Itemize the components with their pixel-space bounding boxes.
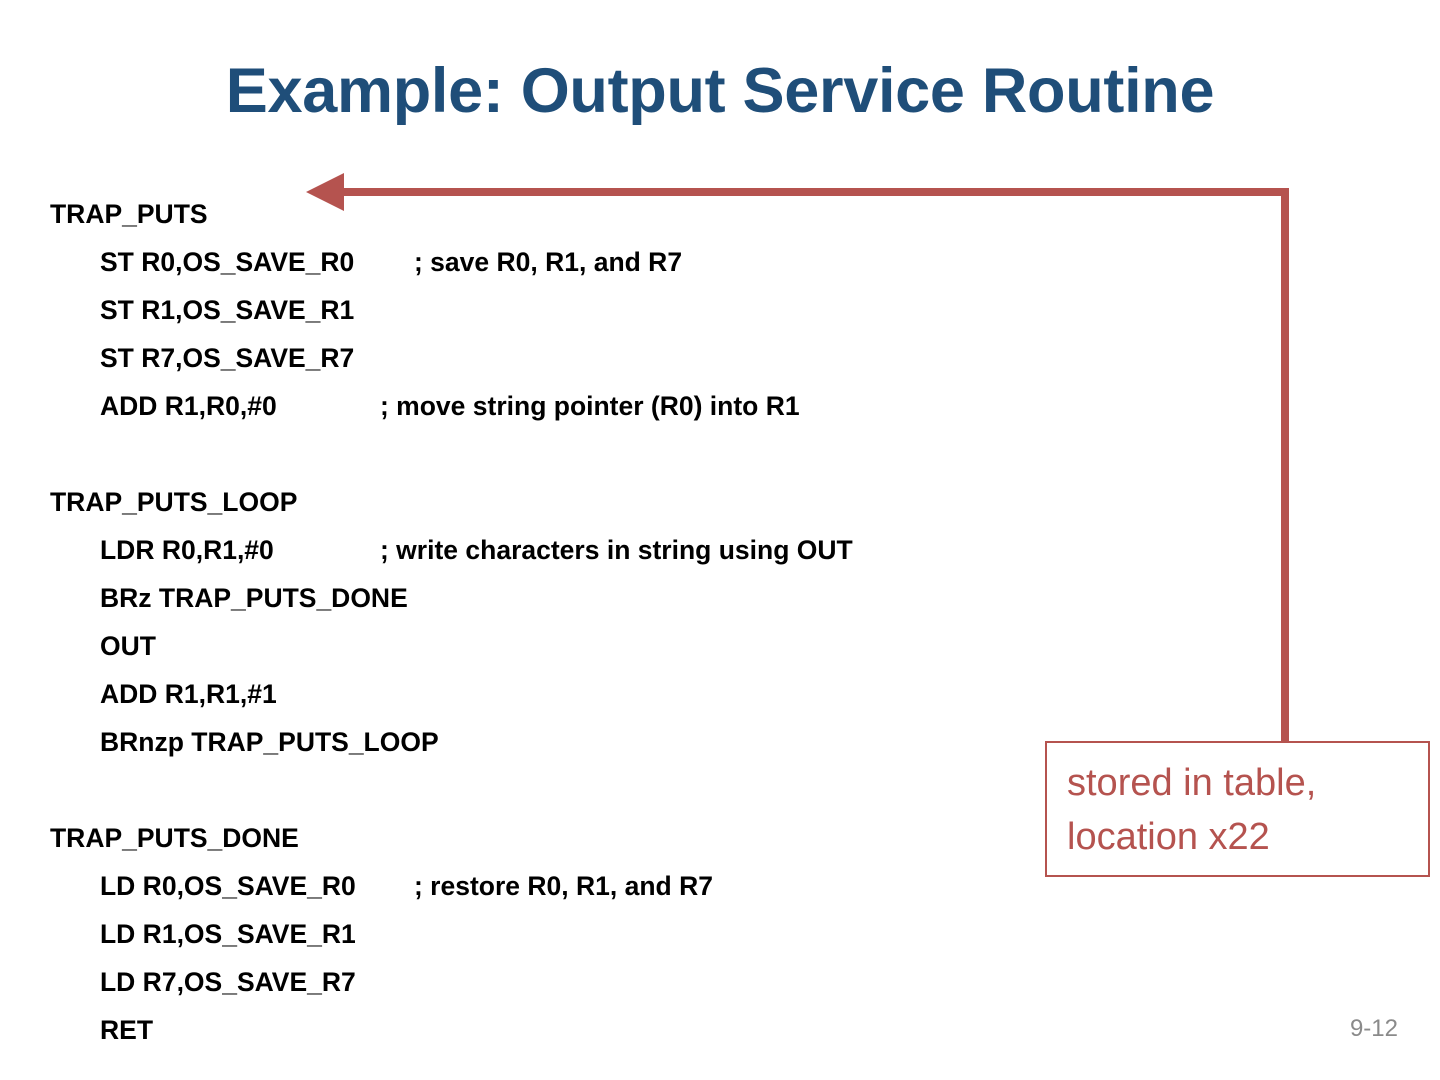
- code-line: ST R1,OS_SAVE_R1: [50, 286, 1030, 334]
- code-line: TRAP_PUTS_LOOP: [50, 478, 1030, 526]
- callout-text: stored in table, location x22: [1067, 757, 1417, 865]
- code-line: BRnzp TRAP_PUTS_LOOP: [50, 718, 1030, 766]
- code-label: TRAP_PUTS_DONE: [50, 823, 299, 853]
- code-line: ADD R1,R0,#0 ; move string pointer (R0) i…: [50, 382, 1030, 430]
- code-comment: ; move string pointer (R0) into R1: [380, 391, 800, 421]
- code-line: [50, 766, 1030, 814]
- code-line: ADD R1,R1,#1: [50, 670, 1030, 718]
- code-comment: ; write characters in string using OUT: [380, 535, 853, 565]
- code-instruction: ADD R1,R1,#1: [100, 679, 277, 709]
- code-instruction: LDR R0,R1,#0: [100, 535, 274, 565]
- callout-box: stored in table, location x22: [1045, 741, 1430, 877]
- code-line: ST R0,OS_SAVE_R0 ; save R0, R1, and R7: [50, 238, 1030, 286]
- code-line: LDR R0,R1,#0 ; write characters in string…: [50, 526, 1030, 574]
- code-instruction: ST R0,OS_SAVE_R0: [100, 247, 355, 277]
- code-line: [50, 430, 1030, 478]
- code-instruction: LD R1,OS_SAVE_R1: [100, 919, 356, 949]
- code-instruction: LD R7,OS_SAVE_R7: [100, 967, 356, 997]
- code-comment: ; save R0, R1, and R7: [414, 247, 683, 277]
- assembly-code-listing: TRAP_PUTS ST R0,OS_SAVE_R0 ; save R0, R1, …: [50, 190, 1030, 1054]
- code-comment: ; restore R0, R1, and R7: [414, 871, 713, 901]
- code-line: LD R1,OS_SAVE_R1: [50, 910, 1030, 958]
- callout-line-2: location x22: [1067, 815, 1270, 858]
- code-instruction: BRnzp TRAP_PUTS_LOOP: [100, 727, 439, 757]
- code-line: RET: [50, 1006, 1030, 1054]
- code-instruction: ADD R1,R0,#0: [100, 391, 277, 421]
- callout-line-1: stored in table,: [1067, 762, 1317, 804]
- code-instruction: RET: [100, 1015, 153, 1045]
- code-instruction: ST R1,OS_SAVE_R1: [100, 295, 355, 325]
- code-line: LD R0,OS_SAVE_R0 ; restore R0, R1, and R7: [50, 862, 1030, 910]
- code-instruction: LD R0,OS_SAVE_R0: [100, 871, 356, 901]
- code-instruction: BRz TRAP_PUTS_DONE: [100, 583, 408, 613]
- page-number: 9-12: [1349, 1015, 1398, 1042]
- code-label: TRAP_PUTS: [50, 199, 208, 229]
- code-instruction: OUT: [100, 631, 156, 661]
- code-line: LD R7,OS_SAVE_R7: [50, 958, 1030, 1006]
- code-line: TRAP_PUTS_DONE: [50, 814, 1030, 862]
- code-line: ST R7,OS_SAVE_R7: [50, 334, 1030, 382]
- code-line: TRAP_PUTS: [50, 190, 1030, 238]
- code-instruction: ST R7,OS_SAVE_R7: [100, 343, 355, 373]
- code-line: BRz TRAP_PUTS_DONE: [50, 574, 1030, 622]
- page-title: Example: Output Service Routine: [225, 56, 1215, 126]
- code-line: OUT: [50, 622, 1030, 670]
- code-label: TRAP_PUTS_LOOP: [50, 487, 298, 517]
